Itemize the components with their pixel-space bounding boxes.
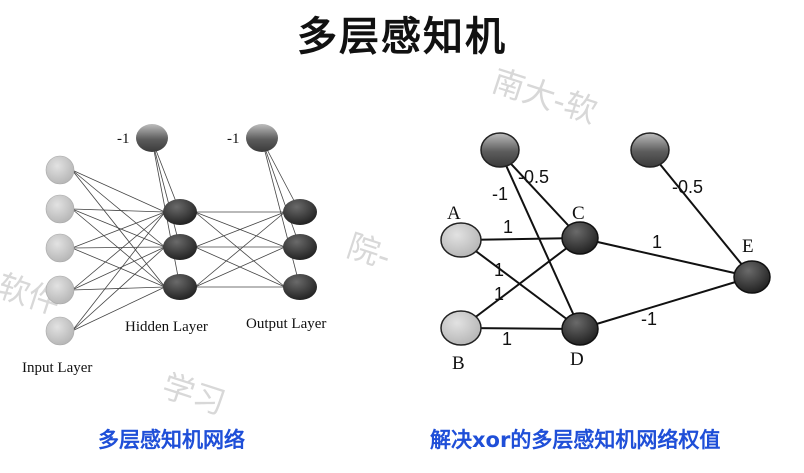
- edge-bias-output: [261, 139, 301, 288]
- mlp-bias-nodes: [136, 124, 278, 152]
- edge-input-hidden: [71, 208, 166, 288]
- bias-label-output: -1: [227, 131, 240, 147]
- node-b: [440, 310, 482, 346]
- edge-bias2-e: [649, 151, 753, 278]
- edge-hidden-output: [194, 211, 286, 288]
- input-layer-label: Input Layer: [22, 360, 92, 376]
- output-node: [283, 274, 317, 300]
- edge-bias-output: [261, 139, 301, 248]
- bias-label-hidden: -1: [117, 131, 130, 147]
- edge-hidden-output: [194, 211, 286, 248]
- edge-input-hidden: [71, 169, 166, 248]
- edge-a-d: [460, 239, 581, 330]
- weight-c-e: 1: [652, 232, 662, 252]
- edge-hidden-output: [194, 246, 286, 288]
- node-label-e: E: [742, 236, 754, 257]
- edge-bias1-d: [499, 151, 581, 330]
- xor-edges: [460, 151, 753, 330]
- mlp-input-nodes: [45, 155, 75, 346]
- edge-input-hidden: [71, 169, 166, 288]
- hidden-node: [163, 274, 197, 300]
- hidden-node: [163, 234, 197, 260]
- mlp-output-nodes: [283, 199, 317, 300]
- input-node: [45, 316, 75, 346]
- edge-input-hidden: [71, 246, 166, 332]
- input-node: [45, 194, 75, 224]
- mlp-hidden-nodes: [163, 199, 197, 300]
- edge-c-e: [579, 237, 753, 278]
- hidden-layer-label: Hidden Layer: [125, 319, 208, 335]
- node-label-a: A: [447, 203, 461, 224]
- edge-d-e: [579, 276, 753, 330]
- xor-network: A B C D E -0.5 -1 -0.5 1 1 1 1 1 -1: [440, 132, 771, 374]
- weight-a-c: 1: [503, 217, 513, 237]
- edge-input-hidden: [71, 169, 166, 213]
- edge-bias-hidden: [151, 139, 181, 248]
- weight-bias1-c: -0.5: [518, 167, 549, 187]
- weight-a-d: 1: [494, 260, 504, 280]
- page-title: 多层感知机: [297, 14, 507, 60]
- edge-input-hidden: [71, 211, 166, 249]
- bias-node-output: [246, 124, 278, 152]
- edge-input-hidden: [71, 208, 166, 248]
- weight-d-e: -1: [641, 309, 657, 329]
- hidden-node: [163, 199, 197, 225]
- output-node: [283, 234, 317, 260]
- caption-xor-weights: 解决xor的多层感知机网络权值: [430, 428, 721, 452]
- bias-node-2: [630, 132, 670, 168]
- output-node: [283, 199, 317, 225]
- node-label-b: B: [452, 353, 465, 374]
- node-label-d: D: [570, 349, 584, 370]
- watermark-text: 南大-软: [488, 61, 602, 130]
- watermark-text: 院-: [343, 226, 396, 276]
- mlp-edges: [71, 139, 301, 332]
- edge-input-hidden: [71, 247, 166, 288]
- edge-input-hidden: [71, 211, 166, 332]
- edge-input-hidden: [71, 211, 166, 291]
- input-node: [45, 275, 75, 305]
- edge-input-hidden: [71, 286, 166, 332]
- mlp-network: -1 -1 Input Layer Hidden Layer Output La…: [22, 124, 326, 376]
- edge-b-c: [460, 237, 581, 329]
- weight-bias2-e: -0.5: [672, 177, 703, 197]
- edge-bias1-c: [499, 151, 581, 239]
- weight-b-c: 1: [494, 284, 504, 304]
- input-node: [45, 233, 75, 263]
- node-e: [733, 260, 771, 294]
- weight-b-d: 1: [502, 329, 512, 349]
- node-d: [561, 312, 599, 346]
- caption-mlp-network: 多层感知机网络: [98, 428, 245, 452]
- weight-bias1-d: -1: [492, 184, 508, 204]
- edge-input-hidden: [71, 246, 166, 249]
- edge-input-hidden: [71, 246, 166, 291]
- watermark-text: 学习: [158, 366, 231, 422]
- xor-nodes: [440, 132, 771, 346]
- output-layer-label: Output Layer: [246, 316, 326, 332]
- node-c: [561, 221, 599, 255]
- bias-node-hidden: [136, 124, 168, 152]
- bias-node-1: [480, 132, 520, 168]
- edge-input-hidden: [71, 208, 166, 213]
- node-label-c: C: [572, 203, 585, 224]
- node-a: [440, 222, 482, 258]
- input-node: [45, 155, 75, 185]
